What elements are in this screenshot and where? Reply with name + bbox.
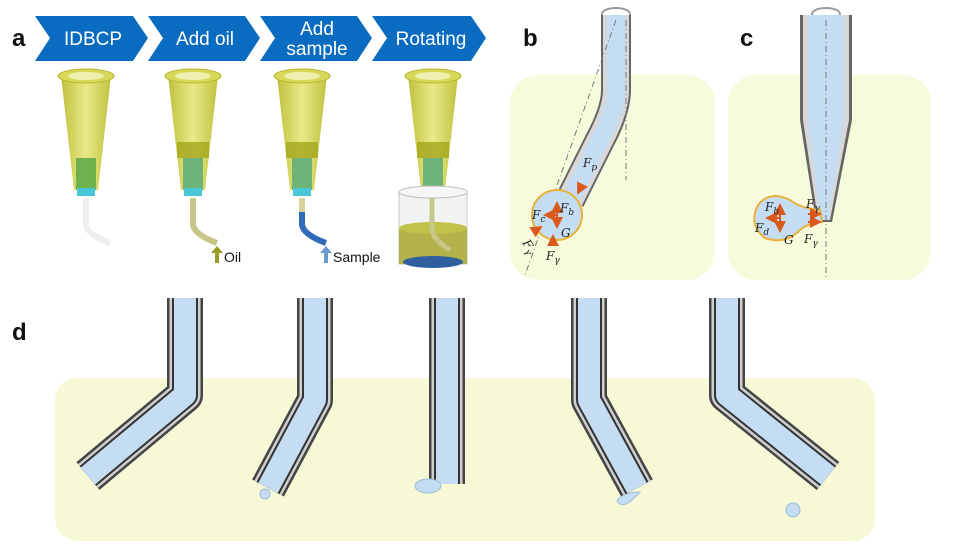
liquid-column	[258, 298, 326, 494]
connector	[77, 188, 95, 196]
oil-layer	[417, 142, 449, 158]
liquid-column	[561, 15, 625, 205]
sample-capillary	[299, 212, 328, 246]
pipette-tip	[404, 68, 462, 196]
capillary-holder	[292, 158, 312, 190]
panel-b: Fp Fb Fc G Fγ Fγ	[510, 7, 715, 280]
droplet-detached	[785, 502, 801, 518]
collection-tube	[398, 185, 468, 268]
panel-label-d: d	[12, 319, 27, 346]
oil-filled-capillary	[190, 198, 219, 246]
force-Fc: Fc	[531, 208, 545, 225]
force-arrows	[765, 203, 822, 233]
sample-annotation: Sample	[320, 246, 381, 265]
droplet	[753, 195, 824, 242]
liquid-column	[716, 298, 835, 485]
step-label: Add	[300, 19, 334, 40]
pipette-tip	[164, 68, 222, 196]
droplet-pinching	[616, 491, 642, 506]
force-arrows	[529, 181, 588, 246]
capillary-tip	[76, 298, 203, 490]
step-label: Rotating	[396, 29, 467, 50]
step-label: IDBCP	[64, 29, 122, 50]
rotation-sequence	[76, 298, 840, 497]
connector	[184, 188, 202, 196]
capillary-holder	[76, 158, 96, 190]
step-chevrons: IDBCP Add oil Add sample Rotating	[35, 16, 486, 61]
oil-layer	[177, 142, 209, 158]
panel-label-a: a	[12, 25, 26, 52]
connector	[293, 188, 311, 196]
liquid-column	[578, 298, 647, 494]
pipette-tip	[57, 68, 115, 196]
empty-capillary	[83, 198, 112, 246]
step-chevron-3: Add sample	[260, 16, 372, 61]
oil-annotation: Oil	[211, 246, 241, 265]
capillary-tip	[571, 298, 653, 497]
force-Fp: Fp	[582, 156, 597, 173]
arrow-up-icon	[211, 246, 223, 263]
capillary-holder	[183, 158, 203, 190]
droplet-array	[403, 256, 463, 268]
droplet-small	[259, 488, 271, 500]
liquid-column	[808, 15, 844, 220]
arrow-up-icon	[320, 246, 332, 263]
force-Fy-top: Fγ	[805, 197, 820, 214]
droplet-forming	[414, 478, 442, 494]
liquid-column	[80, 298, 196, 485]
pipette-tip	[273, 68, 331, 196]
step-chevron-1: IDBCP	[35, 16, 148, 61]
step-label: sample	[286, 39, 347, 60]
force-Fb: Fb	[559, 201, 574, 218]
force-Fd: Fd	[754, 221, 769, 238]
step-chevron-2: Add oil	[148, 16, 260, 61]
panel-label-b: b	[523, 25, 538, 52]
force-Fy-bottom: Fγ	[803, 232, 818, 249]
step-chevron-4: Rotating	[372, 16, 486, 61]
oil-label: Oil	[224, 249, 241, 265]
force-Fy: Fγ	[545, 249, 560, 266]
capillary-holder	[423, 158, 443, 190]
force-Fb: Fb	[764, 200, 779, 217]
pipette-tips	[57, 68, 462, 196]
force-G: G	[561, 226, 571, 240]
panel-label-c: c	[740, 25, 753, 52]
capillary-tip	[709, 298, 840, 491]
force-G: G	[784, 233, 794, 247]
panel-c: Fb Fd G Fγ Fγ	[728, 7, 931, 280]
sample-label: Sample	[333, 249, 381, 265]
step-label: Add oil	[176, 29, 234, 50]
capillary-tip	[252, 298, 333, 497]
oil-layer	[286, 142, 318, 158]
panel-d	[55, 298, 875, 541]
